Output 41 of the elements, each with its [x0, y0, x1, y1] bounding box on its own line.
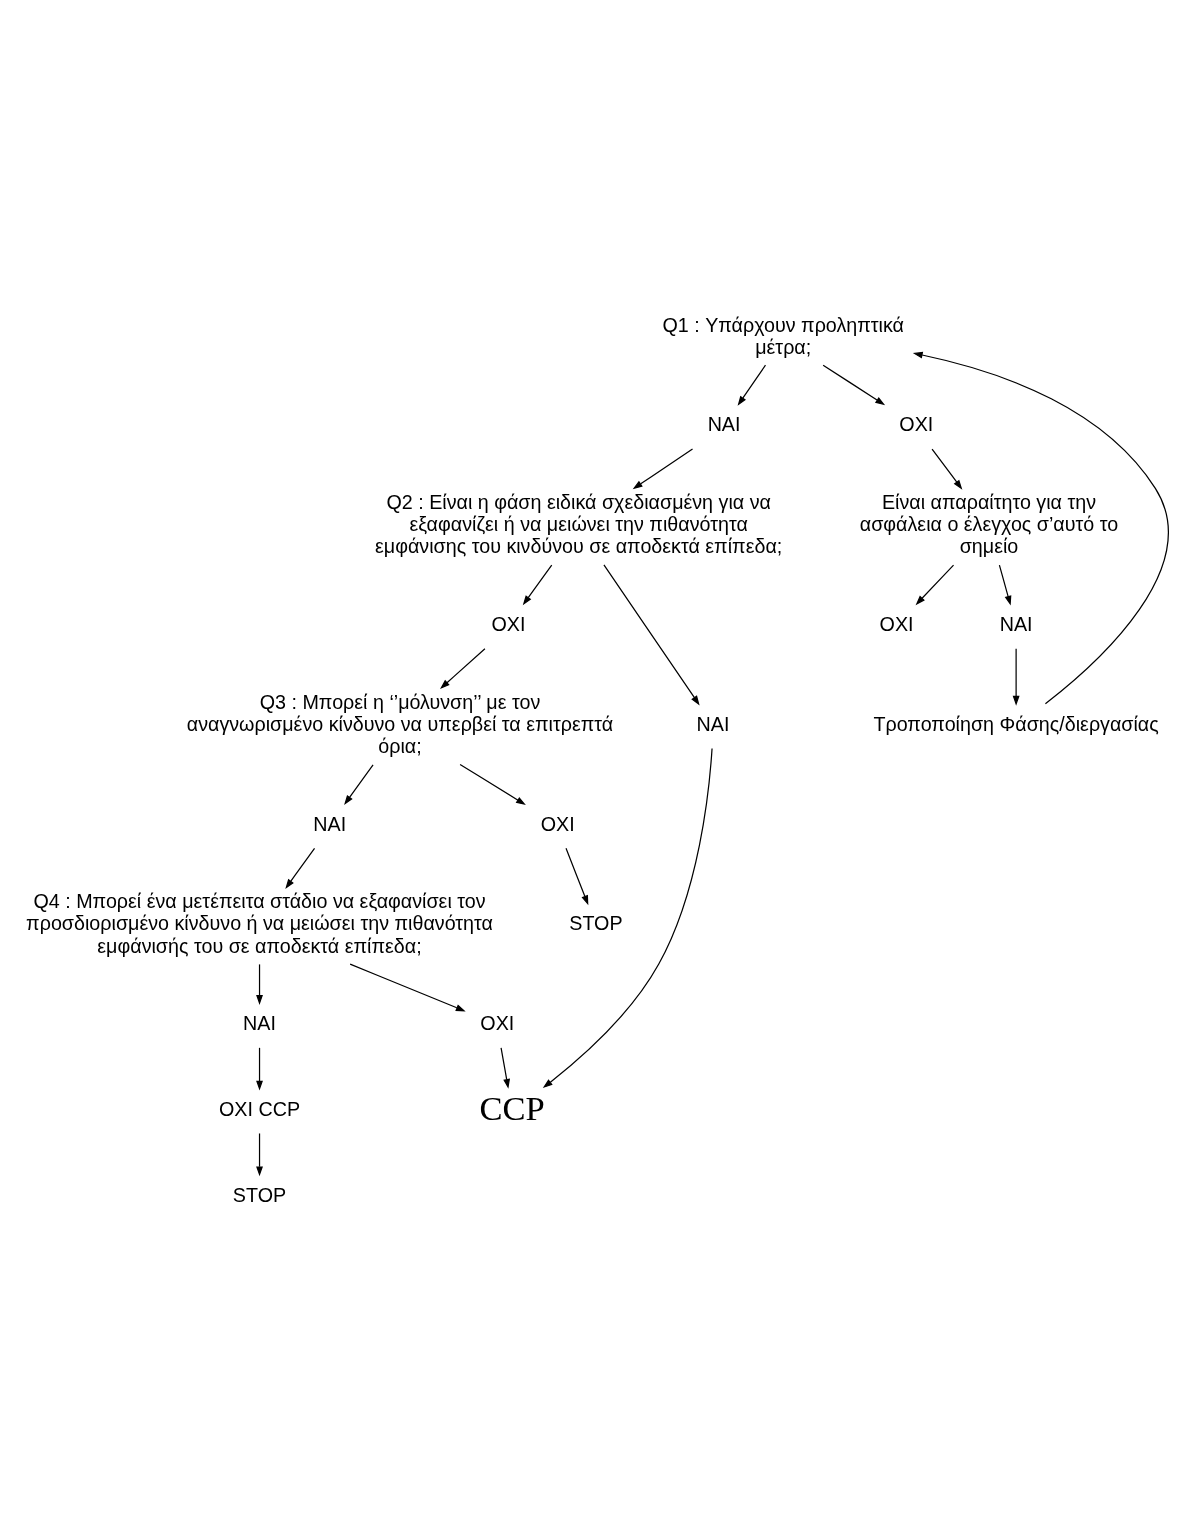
arrow: [1012, 648, 1020, 706]
node-text: ΟΧΙ: [540, 812, 575, 835]
node-text: ΝΑΙ: [313, 812, 347, 835]
node-text: ΟΧΙ: [899, 413, 934, 436]
arrow: [603, 564, 700, 706]
arrow: [915, 564, 955, 606]
node-text: ΝΑΙ: [999, 613, 1033, 636]
node-text: ΝΑΙ: [243, 1012, 276, 1035]
node-text: Q3 : Μπορεί η ‘’μόλυνση’’ με τον αναγνωρισμένο κίνδυνο να υπερβεί τα επιτρεπτά όρια;: [186, 690, 614, 758]
node-text: Τροποποίηση Φάσης/διεργασίας: [873, 712, 1159, 735]
node-text: ΟΧΙ: [491, 613, 526, 636]
arrow: [565, 847, 589, 906]
node-text: Q4 : Μπορεί ένα μετέπειτα στάδιο να εξαφανίσει τον προσδιορισμένο κίνδυνο ή να μειώσει την πιθανότητα εμφάνισής του σε αποδεκτά επίπεδα;: [26, 890, 493, 957]
node-text: Q2 : Είναι η φάση ειδικά σχεδιασμένη για να εξαφανίζει ή να μειώνει την πιθανότητα εμφάνισης του κινδύνου σε αποδεκτά επίπεδα;: [375, 491, 783, 558]
node-text: Είναι απαραίτητο για την ασφάλεια ο έλεγχος σ’αυτό το σημείο: [859, 491, 1119, 558]
arrow: [542, 747, 713, 1089]
arrow: [500, 1047, 511, 1089]
node-text: CCP: [479, 1088, 545, 1127]
arrow: [459, 763, 526, 806]
arrow: [349, 963, 466, 1012]
arrow: [522, 564, 553, 606]
arrow: [998, 564, 1012, 606]
arrow: [737, 364, 767, 406]
node-text: ΟΧΙ: [879, 613, 914, 636]
arrow: [822, 364, 886, 406]
arrow: [440, 648, 486, 690]
arrow: [256, 1132, 263, 1177]
arrow: [256, 1047, 263, 1091]
node-text: ΟΧΙ CCP: [219, 1097, 301, 1120]
arrow: [931, 448, 963, 490]
arrow: [632, 448, 694, 490]
node-text: STOP: [232, 1183, 287, 1206]
node-text: Q1 : Υπάρχουν προληπτικά μέτρα;: [662, 313, 905, 358]
arrow: [256, 963, 263, 1005]
arrow: [285, 847, 316, 889]
arrow: [344, 764, 374, 805]
node-text: STOP: [569, 912, 623, 935]
node-text: ΟΧΙ: [480, 1012, 515, 1035]
node-text: ΝΑΙ: [696, 712, 730, 735]
node-text: ΝΑΙ: [707, 413, 741, 436]
arrow: [912, 351, 1169, 705]
